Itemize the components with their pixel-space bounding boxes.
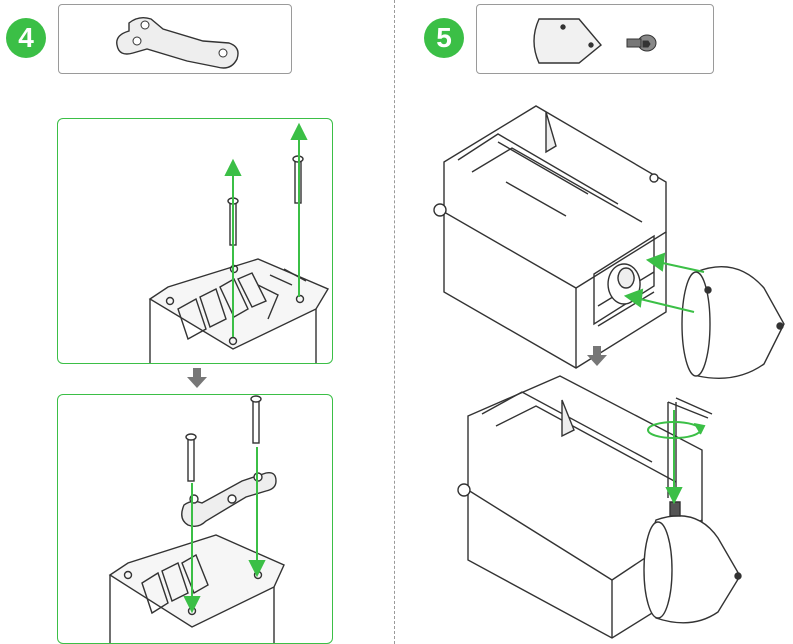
- step-4-frame-bottom: [57, 394, 333, 644]
- step-4-frame-top: [57, 118, 333, 364]
- heatsink-illustration-bottom: [108, 395, 285, 643]
- heatsink-illustration-top: [148, 122, 330, 363]
- hex-screw-icon: [626, 34, 657, 52]
- step-4-badge: 4: [6, 18, 46, 58]
- nozzle-cap-icon: [533, 18, 602, 64]
- step-5-badge: 5: [424, 18, 464, 58]
- down-arrow-icon: [187, 368, 207, 388]
- step-5-parts: [533, 18, 657, 64]
- panel-divider: [394, 0, 395, 644]
- step-5-parts-box: [476, 4, 714, 74]
- step-4-parts-box: [58, 4, 292, 74]
- module-illustration-top: [433, 105, 785, 379]
- down-arrow-icon: [587, 346, 607, 366]
- bracket-plate-icon: [116, 16, 239, 69]
- module-illustration-bottom: [457, 375, 742, 639]
